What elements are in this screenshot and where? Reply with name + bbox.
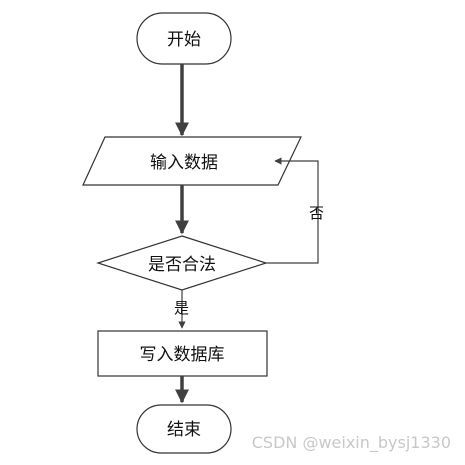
write-node: 写入数据库 — [97, 330, 268, 377]
input-label: 输入数据 — [150, 153, 218, 173]
watermark-text: CSDN @weixin_bysj1330 — [251, 433, 451, 452]
edge-label-yes: 是 — [174, 299, 189, 317]
input-node: 输入数据 — [82, 136, 302, 186]
start-label: 开始 — [167, 30, 201, 50]
decision-label: 是否合法 — [148, 255, 216, 275]
end-label: 结束 — [167, 420, 201, 440]
start-node: 开始 — [136, 12, 232, 65]
write-label: 写入数据库 — [140, 345, 225, 365]
arrow-decision-no-to-input — [266, 157, 319, 264]
edge-label-no: 否 — [309, 204, 324, 222]
end-node: 结束 — [136, 404, 232, 454]
decision-node: 是否合法 — [96, 235, 268, 291]
